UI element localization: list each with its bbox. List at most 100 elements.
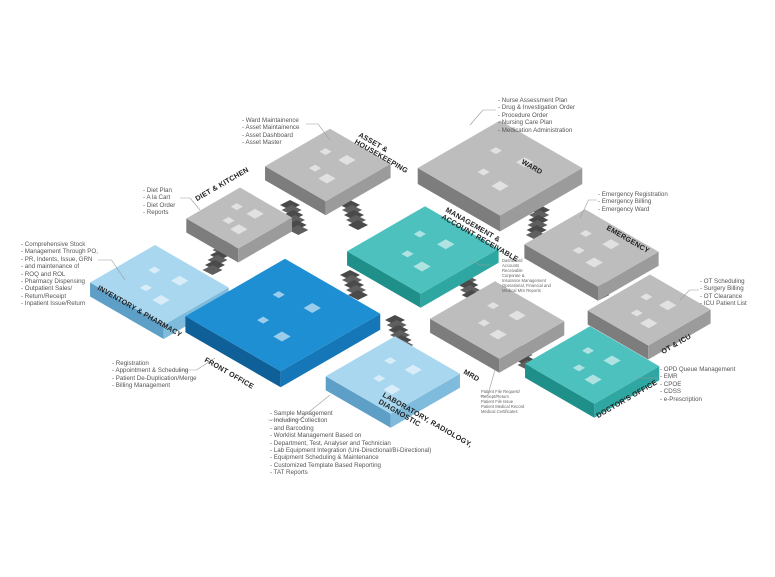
feature-item: EMR xyxy=(660,373,735,380)
room-furniture xyxy=(171,275,189,286)
room-furniture xyxy=(486,302,500,310)
ward-room xyxy=(417,120,583,232)
diet-kitchen-features: Diet PlanA la CartDiet OrderReports xyxy=(143,187,175,217)
ot-icu-features: OT SchedulingSurgery BillingOT Clearance… xyxy=(700,278,747,308)
stair-step xyxy=(202,265,223,275)
laboratory-features: Sample ManagementIncluding Collectionand… xyxy=(270,410,432,477)
room-furniture xyxy=(148,266,161,274)
feature-item: Corporate & xyxy=(502,273,525,278)
platform-left-face xyxy=(430,318,500,373)
room-furniture xyxy=(257,316,270,324)
feature-item: Comprehensive Stock xyxy=(21,241,98,248)
room-furniture xyxy=(489,329,507,340)
platform-top-face xyxy=(185,258,381,372)
feature-item: Emergency Billing xyxy=(598,198,668,205)
emergency-room xyxy=(524,209,659,301)
platform-top-face xyxy=(430,281,565,359)
room-furniture xyxy=(404,364,422,375)
room-furniture xyxy=(303,303,321,313)
feature-item: Diet Order xyxy=(143,202,176,209)
platform-left-face xyxy=(90,282,164,339)
room-furniture xyxy=(508,310,526,321)
platform-left-face xyxy=(417,168,500,232)
feature-item: Outpatient Sales/ xyxy=(21,285,98,292)
feature-item: Operational, Financial and xyxy=(502,283,551,288)
feature-item: Customized Template Based Reporting xyxy=(270,462,431,469)
platform-top-face xyxy=(186,187,292,249)
platform-top-face xyxy=(265,128,391,202)
feature-item: Nurse Assessment Plan xyxy=(498,97,575,104)
feature-item: Appointment & Scheduling xyxy=(112,367,197,374)
platform-right-face xyxy=(597,251,659,301)
stair-step xyxy=(288,225,309,235)
feature-item: and Barcoding xyxy=(270,425,431,432)
room-furniture xyxy=(319,148,332,156)
asset-housekeeping-features: Ward MaintainenceAsset MaintainenceAsset… xyxy=(242,117,299,147)
feature-item: Emergency Registration xyxy=(598,191,668,198)
feature-item: Return/Receipt xyxy=(21,293,98,300)
feature-item: Surgery Billing xyxy=(700,285,747,292)
room-furniture xyxy=(603,355,621,366)
platform-top-face xyxy=(587,274,711,346)
room-furniture xyxy=(338,155,356,165)
feature-item: Equipment Scheduling & Maintenance xyxy=(270,454,431,461)
platform-left-face xyxy=(347,251,421,308)
platform-top-face xyxy=(525,326,660,404)
platform-top-face xyxy=(325,336,460,414)
platform-top-face xyxy=(347,206,499,294)
leader-line xyxy=(480,369,496,397)
diet-kitchen-room xyxy=(186,187,292,263)
room-furniture xyxy=(477,168,490,176)
feature-item: Accounts xyxy=(502,263,520,268)
feature-item: CPOE xyxy=(660,381,735,388)
platform-left-face xyxy=(524,244,598,301)
platform-top-face xyxy=(417,120,583,216)
front-office-room xyxy=(185,258,381,388)
room-furniture xyxy=(516,157,534,168)
feature-item: Reciept/Return xyxy=(481,394,509,399)
leader-line xyxy=(306,123,331,141)
feature-item: TAT Reports xyxy=(270,469,431,476)
feature-item: Asset Dashboard xyxy=(242,132,299,139)
room-furniture xyxy=(630,309,643,317)
feature-item: and maintenance of xyxy=(21,263,98,270)
platform-left-face xyxy=(186,218,239,263)
feature-item: OT Clearance xyxy=(700,293,747,300)
ot-icu-room xyxy=(587,274,711,360)
feature-item: Patient Medical Record xyxy=(481,404,525,409)
room-furniture xyxy=(640,318,658,329)
room-furniture xyxy=(152,295,170,305)
feature-item: A la Cart xyxy=(143,194,175,201)
platform-right-face xyxy=(420,248,499,308)
feature-item: Insurance Management xyxy=(502,278,546,283)
room-furniture xyxy=(246,208,264,219)
platform-left-face xyxy=(265,166,326,216)
room-furniture xyxy=(373,374,386,382)
platform-right-face xyxy=(594,366,660,418)
feature-item: Inpatient Issue/Return xyxy=(21,300,98,307)
asset-housekeeping-room xyxy=(265,128,391,216)
room-furniture xyxy=(222,216,235,224)
room-furniture xyxy=(602,239,620,250)
feature-item: Patient De-Duplication/Merge xyxy=(112,375,197,382)
room-furniture xyxy=(230,203,243,211)
leader-line xyxy=(469,259,490,266)
leader-line xyxy=(180,197,201,211)
room-furniture xyxy=(273,331,291,342)
room-furniture xyxy=(139,284,152,292)
room-furniture xyxy=(437,239,455,250)
platform-right-face xyxy=(325,163,391,216)
doctors-office-room xyxy=(525,326,660,418)
feature-item: Lab Equipment Integration (Uni-Direction… xyxy=(270,447,432,454)
feature-item: Diet Plan xyxy=(143,187,175,194)
feature-item: ICU Patient List xyxy=(700,300,747,307)
platform-right-face xyxy=(648,309,711,360)
feature-item: Registration xyxy=(112,360,197,367)
room-furniture xyxy=(477,319,491,327)
feature-item: Pharmacy Dispensing xyxy=(21,278,98,285)
feature-item: Medical MIS Reports xyxy=(502,288,541,293)
room-furniture xyxy=(572,246,585,254)
